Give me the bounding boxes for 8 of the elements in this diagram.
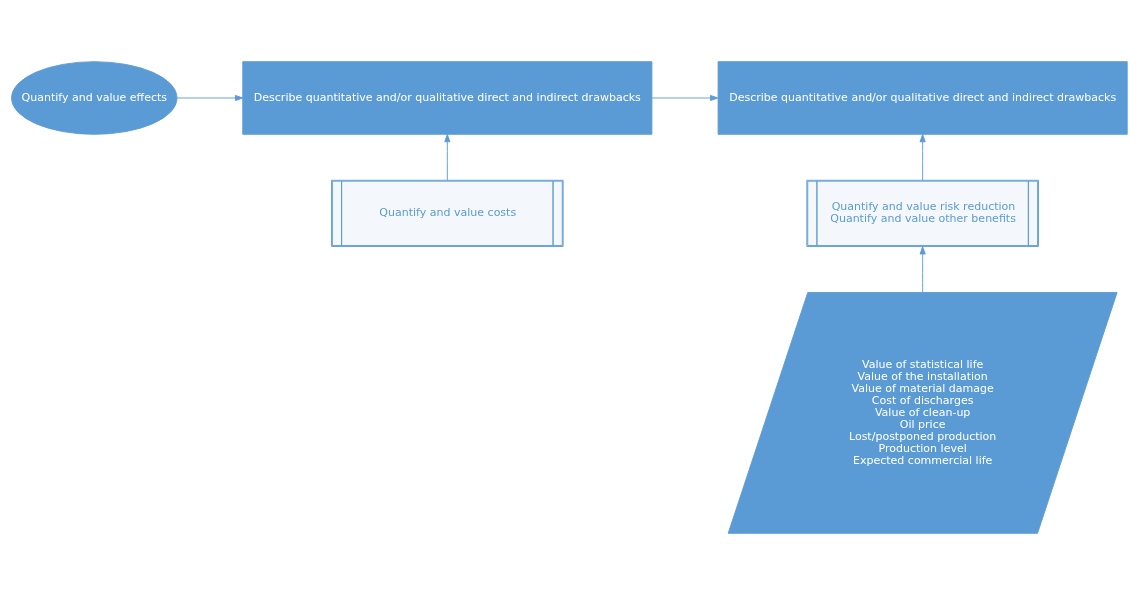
arrow — [651, 94, 719, 102]
node-ellipse: Quantify and value effects — [11, 61, 178, 135]
arrow — [919, 246, 926, 293]
arrow — [444, 133, 451, 181]
arrow — [919, 133, 926, 181]
arrow — [176, 94, 244, 102]
node-box: Describe quantitative and/or qualitative direct and indirect drawbacks — [242, 61, 653, 135]
node-box: Describe quantitative and/or qualitative direct and indirect drawbacks — [717, 61, 1128, 135]
